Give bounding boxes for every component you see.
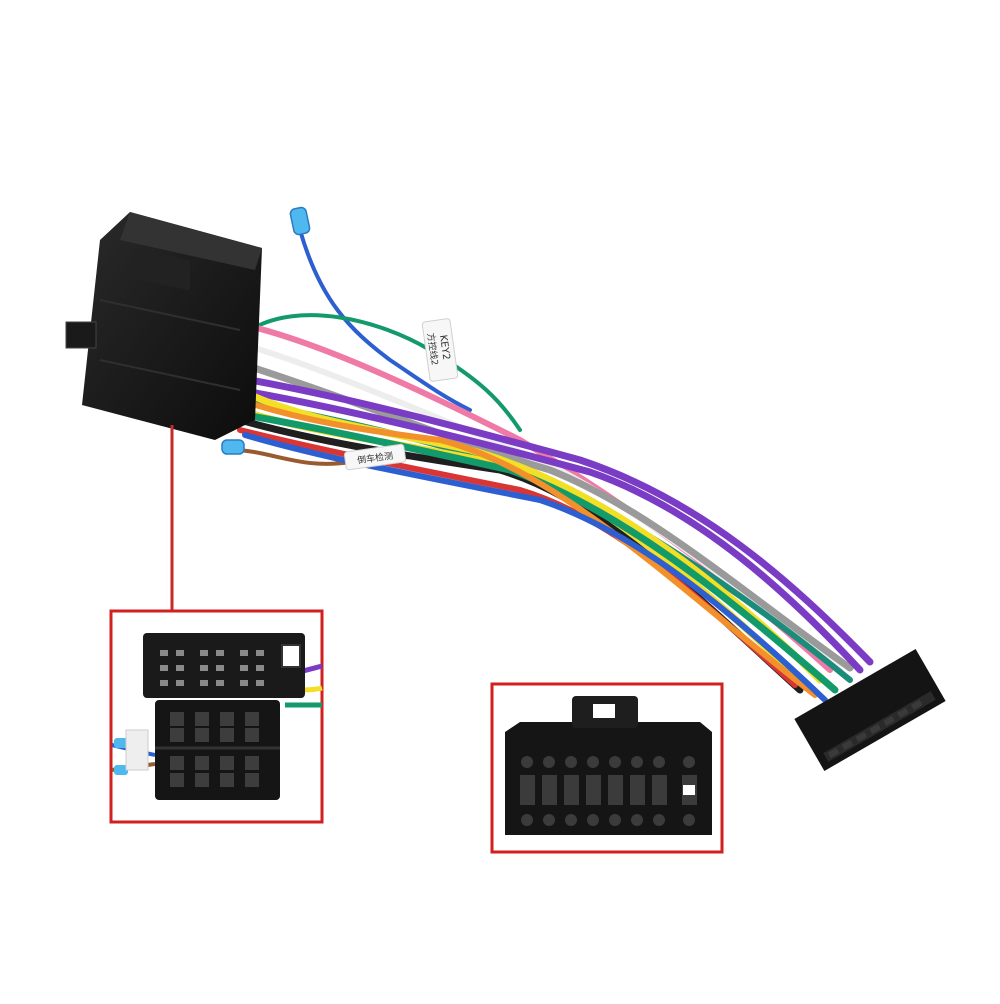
brown-tag: 倒车检测 (343, 443, 407, 471)
16-pin-plug-icon (794, 649, 946, 771)
blue-terminal-top (289, 206, 311, 236)
key-tag-label: KEY2 (437, 334, 451, 361)
iso-connector-icon (65, 212, 262, 440)
wire-purple-1 (246, 376, 874, 666)
inset-iso-face (109, 609, 324, 824)
wire-orange (237, 397, 818, 698)
key-tag: KEY2 方控线2 (421, 318, 459, 382)
wire-purple-2 (246, 388, 864, 674)
wire-bundle (230, 228, 874, 703)
inset-16pin-face (490, 682, 724, 854)
wire-green-loop (248, 313, 522, 432)
blue-terminal-brown (221, 439, 245, 455)
wire-blue-tail (298, 228, 472, 412)
wire-blue (242, 432, 828, 703)
